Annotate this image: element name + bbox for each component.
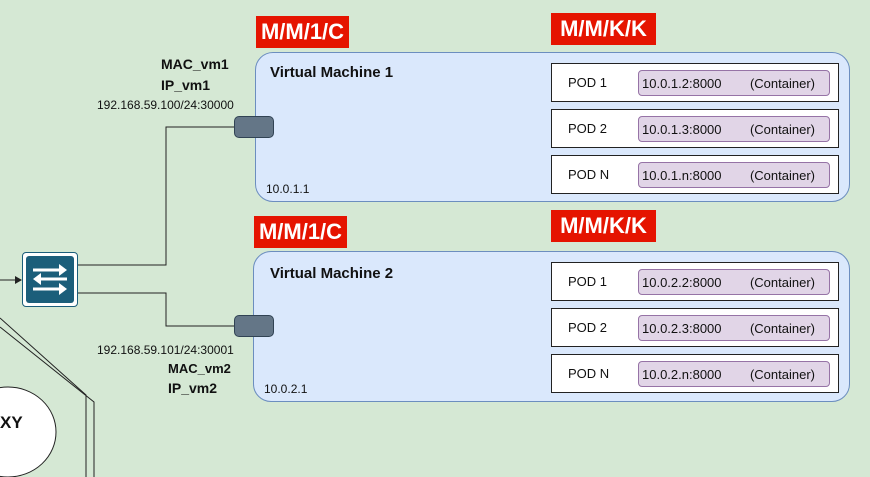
vm2-address: 192.168.59.101/24:30001: [97, 343, 234, 357]
vm1-title: Virtual Machine 1: [270, 64, 394, 81]
container-ip: 10.0.1.n:8000: [642, 168, 722, 183]
vm2-title: Virtual Machine 2: [270, 265, 394, 282]
proxy-inner-border: [0, 326, 95, 477]
vm1-pod-queue-label: M/M/K/K: [551, 13, 656, 45]
pod-name: POD 1: [568, 75, 608, 90]
container-type: (Container): [749, 321, 815, 336]
vm1-queue-label: M/M/1/C: [256, 16, 349, 48]
network-switch[interactable]: [22, 252, 78, 307]
container-box[interactable]: 10.0.2.2:8000 (Container): [638, 269, 830, 295]
input-arrow-head: [15, 276, 22, 284]
vm2-pod-2[interactable]: POD 2 10.0.2.3:8000 (Container): [551, 308, 839, 347]
link-vm2: [78, 292, 236, 327]
vm1-pod-n[interactable]: POD N 10.0.1.n:8000 (Container): [551, 155, 839, 194]
pod-name: POD N: [568, 366, 610, 381]
container-type: (Container): [749, 76, 815, 91]
pod-name: POD N: [568, 167, 610, 182]
vm2-pod-queue-label: M/M/K/K: [551, 210, 656, 242]
container-ip: 10.0.2.n:8000: [642, 367, 722, 382]
proxy-label: XY: [0, 413, 23, 432]
vm2-subnet: 10.0.2.1: [264, 382, 308, 396]
proxy-ellipse[interactable]: [0, 386, 57, 477]
vm2-ip: IP_vm2: [168, 380, 218, 396]
pod-name: POD 1: [568, 274, 608, 289]
vm1-subnet: 10.0.1.1: [266, 182, 310, 196]
pod-name: POD 2: [568, 121, 608, 136]
container-box[interactable]: 10.0.1.3:8000 (Container): [638, 116, 830, 142]
container-box[interactable]: 10.0.2.n:8000 (Container): [638, 361, 830, 387]
container-box[interactable]: 10.0.2.3:8000 (Container): [638, 315, 830, 341]
container-ip: 10.0.2.2:8000: [642, 275, 722, 290]
vm1-box[interactable]: Virtual Machine 1 10.0.1.1 POD 1 10.0.1.…: [255, 52, 850, 202]
vm2-box[interactable]: Virtual Machine 2 10.0.2.1 POD 1 10.0.2.…: [253, 251, 850, 402]
vm1-pod-1[interactable]: POD 1 10.0.1.2:8000 (Container): [551, 63, 839, 102]
container-type: (Container): [749, 275, 815, 290]
container-ip: 10.0.1.2:8000: [642, 76, 722, 91]
vm2-queue-label: M/M/1/C: [254, 216, 347, 248]
vm2-port[interactable]: [234, 315, 274, 337]
vm1-ip: IP_vm1: [161, 77, 211, 93]
vm1-pod-2[interactable]: POD 2 10.0.1.3:8000 (Container): [551, 109, 839, 148]
container-ip: 10.0.2.3:8000: [642, 321, 722, 336]
switch-icon: [26, 256, 74, 303]
pod-name: POD 2: [568, 320, 608, 335]
container-type: (Container): [749, 168, 815, 183]
container-ip: 10.0.1.3:8000: [642, 122, 722, 137]
vm1-mac: MAC_vm1: [161, 56, 229, 72]
vm2-pod-1[interactable]: POD 1 10.0.2.2:8000 (Container): [551, 262, 839, 301]
vm2-mac: MAC_vm2: [168, 361, 231, 376]
container-type: (Container): [749, 122, 815, 137]
vm1-address: 192.168.59.100/24:30000: [97, 98, 234, 112]
link-vm1: [78, 126, 236, 266]
container-box[interactable]: 10.0.1.n:8000 (Container): [638, 162, 830, 188]
vm1-port[interactable]: [234, 116, 274, 138]
container-type: (Container): [749, 367, 815, 382]
container-box[interactable]: 10.0.1.2:8000 (Container): [638, 70, 830, 96]
vm2-pod-n[interactable]: POD N 10.0.2.n:8000 (Container): [551, 354, 839, 393]
